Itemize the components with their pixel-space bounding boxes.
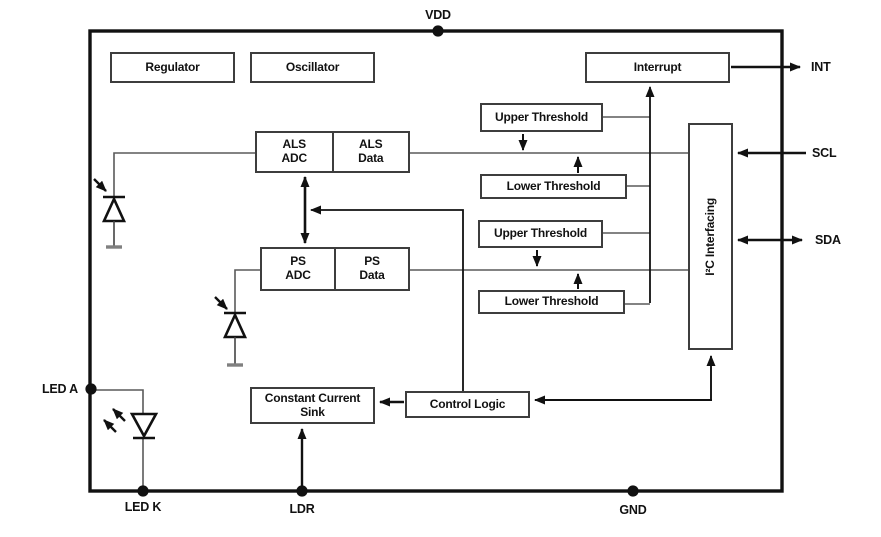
lower-threshold-ps-label: Lower Threshold	[504, 294, 599, 309]
block-interrupt-label: Interrupt	[633, 59, 682, 74]
pin-dots	[85, 25, 639, 497]
control-logic-bus-arrow	[310, 205, 464, 391]
block-ps: PS ADC PS Data	[260, 247, 410, 291]
led-anode-wire	[91, 389, 144, 414]
block-lower-threshold-ps: Lower Threshold	[478, 290, 625, 314]
ir-led-icon	[103, 408, 159, 440]
lower-threshold-als-label: Lower Threshold	[506, 178, 601, 193]
i2c-interfacing-label: I²C Interfacing	[702, 197, 717, 276]
als-adc-line1: ALS	[282, 137, 307, 152]
led-k-pin-dot	[137, 485, 149, 497]
ps-adc-line1: PS	[290, 254, 306, 269]
ps-adc-line2: ADC	[285, 268, 311, 282]
als-data-line1: ALS	[359, 137, 383, 152]
block-als-adc: ALS ADC	[257, 133, 334, 171]
ps-photodiode-icon	[214, 296, 248, 367]
ldr-pin-dot	[296, 485, 308, 497]
block-oscillator-label: Oscillator	[285, 59, 340, 74]
block-regulator: Regulator	[110, 52, 235, 83]
pin-label-sda: SDA	[815, 233, 841, 247]
block-als: ALS ADC ALS Data	[255, 131, 410, 173]
als-photodiode-wire	[113, 152, 256, 197]
block-upper-threshold-als: Upper Threshold	[480, 103, 603, 132]
ps-photodiode-wire	[234, 269, 261, 313]
als-light-arrow	[93, 178, 107, 192]
control-logic-label: Control Logic	[429, 396, 506, 411]
upper-threshold-ps-label: Upper Threshold	[493, 226, 587, 241]
block-upper-threshold-ps: Upper Threshold	[478, 220, 603, 248]
led-emission-arrow-2	[103, 419, 117, 433]
als-data-line2: Data	[358, 151, 384, 165]
upper-threshold-als-label: Upper Threshold	[494, 109, 588, 124]
ccs-line1: Constant Current	[264, 391, 361, 406]
gnd-pin-dot	[627, 485, 639, 497]
arrow-wires	[297, 62, 806, 490]
block-constant-current-sink: Constant Current Sink	[250, 387, 375, 424]
pin-label-led-k: LED K	[124, 500, 162, 514]
led-emission-arrow-1	[112, 408, 126, 422]
ps-light-arrow	[214, 296, 228, 310]
pin-label-int: INT	[811, 60, 831, 74]
ps-data-line2: Data	[359, 268, 385, 282]
chip-outline	[88, 29, 784, 493]
block-regulator-label: Regulator	[145, 59, 200, 74]
block-lower-threshold-als: Lower Threshold	[480, 174, 627, 199]
vdd-pin-dot	[432, 25, 444, 37]
block-als-data: ALS Data	[334, 133, 409, 171]
signal-wires	[91, 116, 688, 490]
led-a-pin-dot	[85, 383, 97, 395]
pin-label-ldr: LDR	[289, 502, 315, 516]
block-control-logic: Control Logic	[405, 391, 530, 418]
als-adc-line2: ADC	[281, 151, 308, 165]
pin-label-gnd: GND	[619, 503, 647, 517]
block-ps-adc: PS ADC	[262, 249, 336, 289]
ccs-line2: Sink	[300, 404, 325, 419]
als-photodiode-icon	[93, 178, 127, 249]
pin-label-vdd: VDD	[425, 8, 451, 22]
block-oscillator: Oscillator	[250, 52, 375, 83]
pin-label-led-a: LED A	[41, 382, 78, 396]
block-i2c-interfacing: I²C Interfacing	[688, 123, 733, 350]
pin-label-scl: SCL	[812, 146, 837, 160]
block-interrupt: Interrupt	[585, 52, 730, 83]
ps-data-line1: PS	[364, 254, 380, 269]
block-ps-data: PS Data	[336, 249, 408, 289]
